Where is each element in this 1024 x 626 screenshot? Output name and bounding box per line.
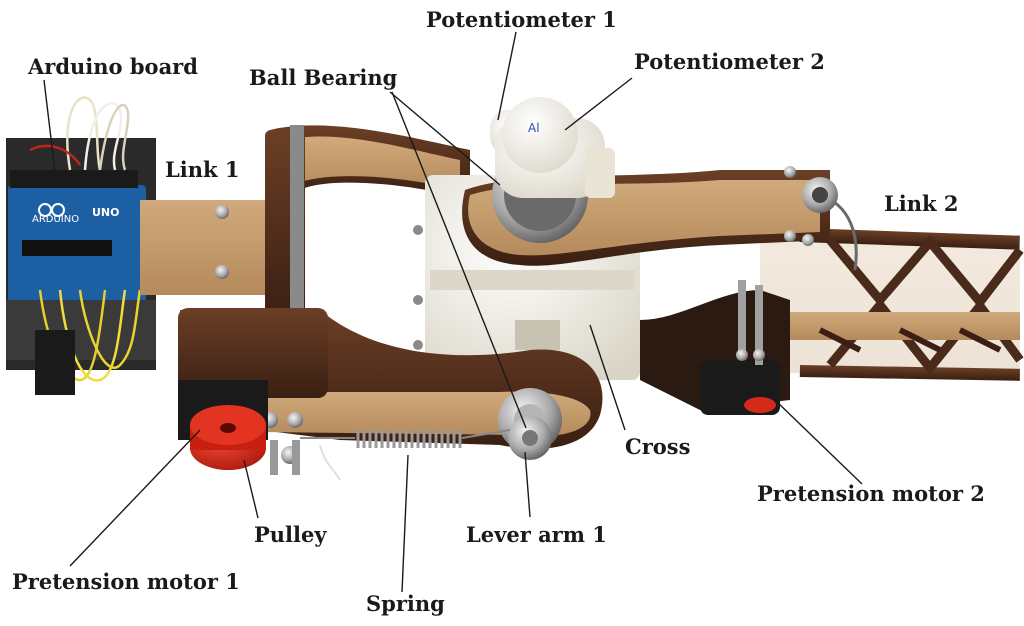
arduino-board: ARDUINO UNO <box>6 138 156 370</box>
upper-lever <box>265 125 470 325</box>
arduino-model-text: UNO <box>92 206 120 219</box>
label-pretension-motor-2: Pretension motor 2 <box>757 481 985 506</box>
label-pulley: Pulley <box>254 522 327 547</box>
label-potentiometer-1: Potentiometer 1 <box>426 7 617 32</box>
label-spring: Spring <box>366 591 445 616</box>
pretension-motor-1 <box>178 380 268 470</box>
label-pretension-motor-1: Pretension motor 1 <box>12 569 240 594</box>
arduino-brand-text: ARDUINO <box>32 214 79 225</box>
label-link-2: Link 2 <box>884 191 959 216</box>
label-potentiometer-2: Potentiometer 2 <box>634 49 825 74</box>
pretension-motor-2 <box>640 280 790 415</box>
leader-lines <box>43 31 863 593</box>
lever-bearing <box>498 388 562 460</box>
label-lever-arm-1: Lever arm 1 <box>466 522 607 547</box>
potentiometer-assembly: Al <box>490 97 838 243</box>
label-cross: Cross <box>625 434 691 459</box>
label-arduino-board: Arduino board <box>28 54 198 79</box>
spring <box>262 412 511 481</box>
svg-text:Al: Al <box>528 121 540 135</box>
label-link-1: Link 1 <box>165 157 240 182</box>
label-ball-bearing: Ball Bearing <box>249 65 398 90</box>
connector <box>35 330 75 395</box>
link-2-truss <box>760 228 1024 381</box>
